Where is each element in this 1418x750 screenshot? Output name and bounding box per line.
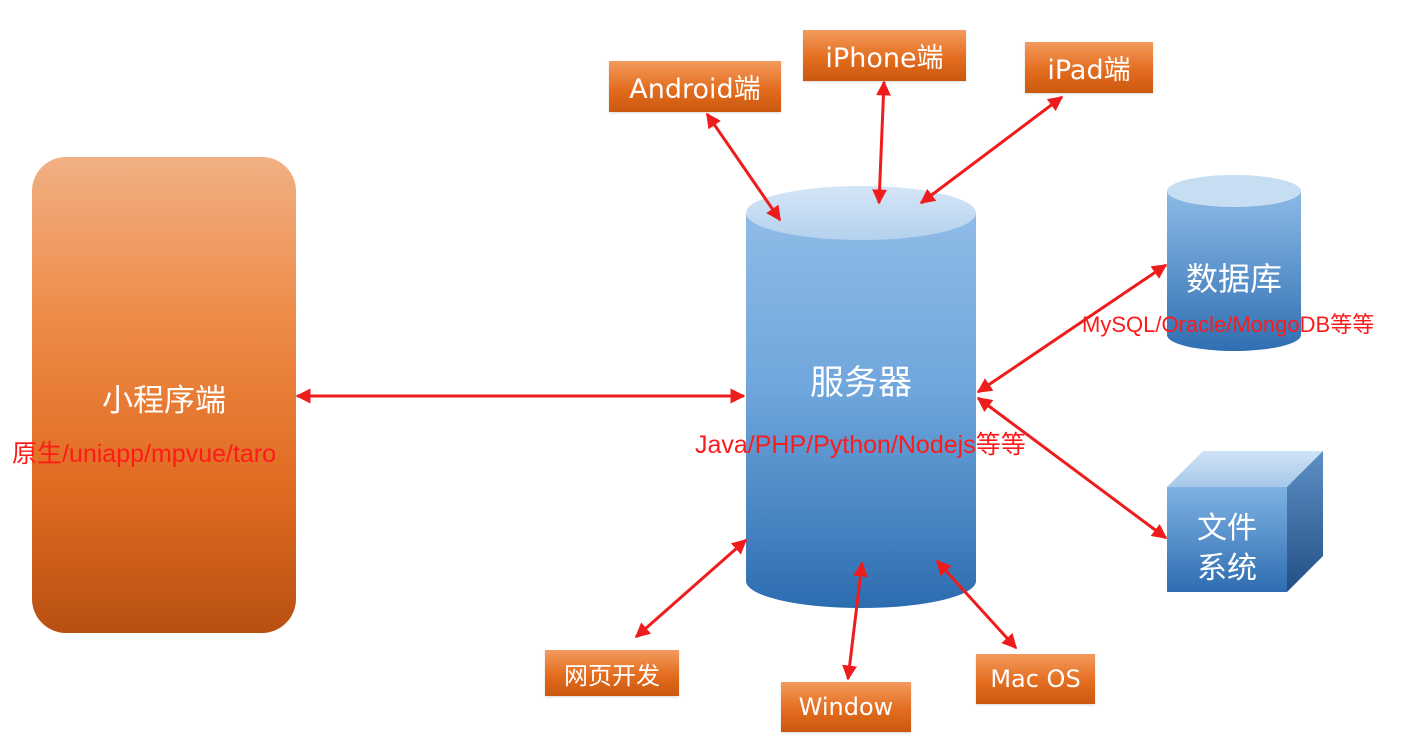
arrow-web-server: [634, 538, 748, 639]
web-client: 网页开发: [545, 650, 679, 696]
arrow-server-filesystem: [976, 396, 1168, 540]
arrow-macos-server: [935, 559, 1018, 650]
filesystem-title-line2: 系统: [1197, 551, 1257, 586]
mini-program-node: [32, 157, 296, 633]
server-node: [746, 186, 976, 608]
iphone-client: iPhone端: [803, 30, 966, 81]
windows-client: Window: [781, 682, 911, 732]
arrow-iphone-server: [872, 80, 891, 205]
filesystem-title-line1: 文件: [1197, 511, 1257, 546]
database-node: [1167, 175, 1301, 351]
filesystem-node: [1167, 451, 1323, 592]
arrow-ipad-server: [919, 95, 1064, 205]
database-title: 数据库: [1185, 260, 1282, 298]
macos-client: Mac OS: [976, 654, 1095, 704]
mini-program-frameworks: 原生/uniapp/mpvue/taro: [12, 440, 277, 468]
ipad-client: iPad端: [1025, 42, 1153, 93]
arrow-server-database: [976, 263, 1168, 394]
mini-program-title: 小程序端: [102, 383, 226, 419]
database-types: MySQL/Oracle/MongoDB等等: [1082, 312, 1375, 337]
server-title: 服务器: [810, 363, 912, 403]
server-languages: Java/PHP/Python/Nodejs等等: [695, 431, 1026, 459]
arrow-windows-server: [842, 561, 868, 681]
arrow-android-server: [705, 112, 782, 222]
android-client: Android端: [609, 61, 781, 112]
